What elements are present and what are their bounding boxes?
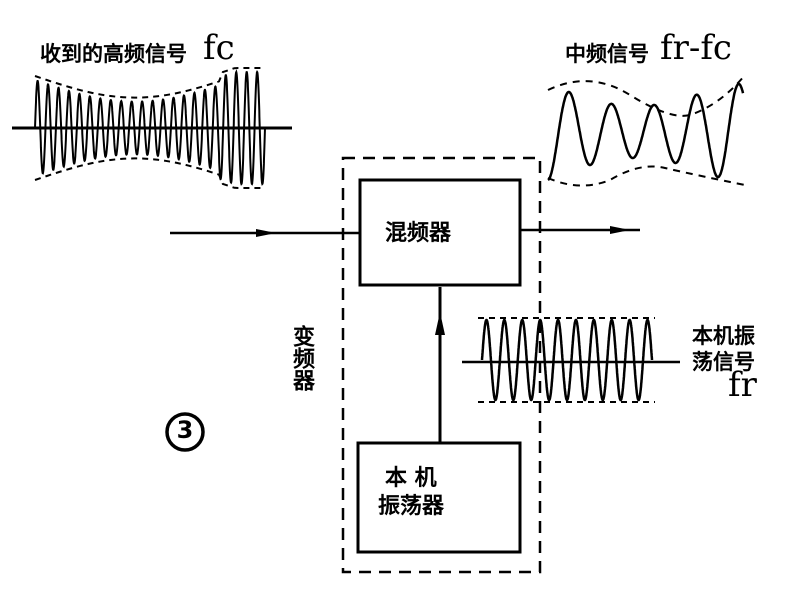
received-envelope-bottom: [34, 157, 265, 189]
if-envelope-top: [547, 74, 746, 117]
received-signal-symbol: fc: [203, 28, 235, 68]
converter-boundary: [341, 156, 542, 574]
figure-number: ③3: [176, 416, 194, 444]
received-envelope-top: [34, 67, 265, 99]
lo-waveform: [480, 318, 654, 402]
if-signal-label: 中频信号: [565, 42, 649, 66]
if-signal-symbol: fr-fc: [660, 28, 732, 68]
converter-label: 变频器: [289, 325, 314, 391]
received-signal-label: 收到的高频信号: [40, 42, 187, 66]
figure-number-circle: [165, 412, 205, 452]
lo-signal-label-line1: 本机振: [692, 324, 755, 348]
lo-signal-label-line2: 荡信号: [692, 350, 755, 374]
received-rf-waveform: [34, 69, 266, 186]
oscillator-label-line1: 本 机: [385, 466, 437, 491]
lo-signal-symbol: fr: [728, 365, 757, 405]
if-waveform: [547, 82, 745, 182]
oscillator-label-line2: 振荡器: [378, 494, 445, 519]
if-envelope-bottom: [547, 165, 746, 187]
mixer-label: 混频器: [385, 221, 452, 246]
